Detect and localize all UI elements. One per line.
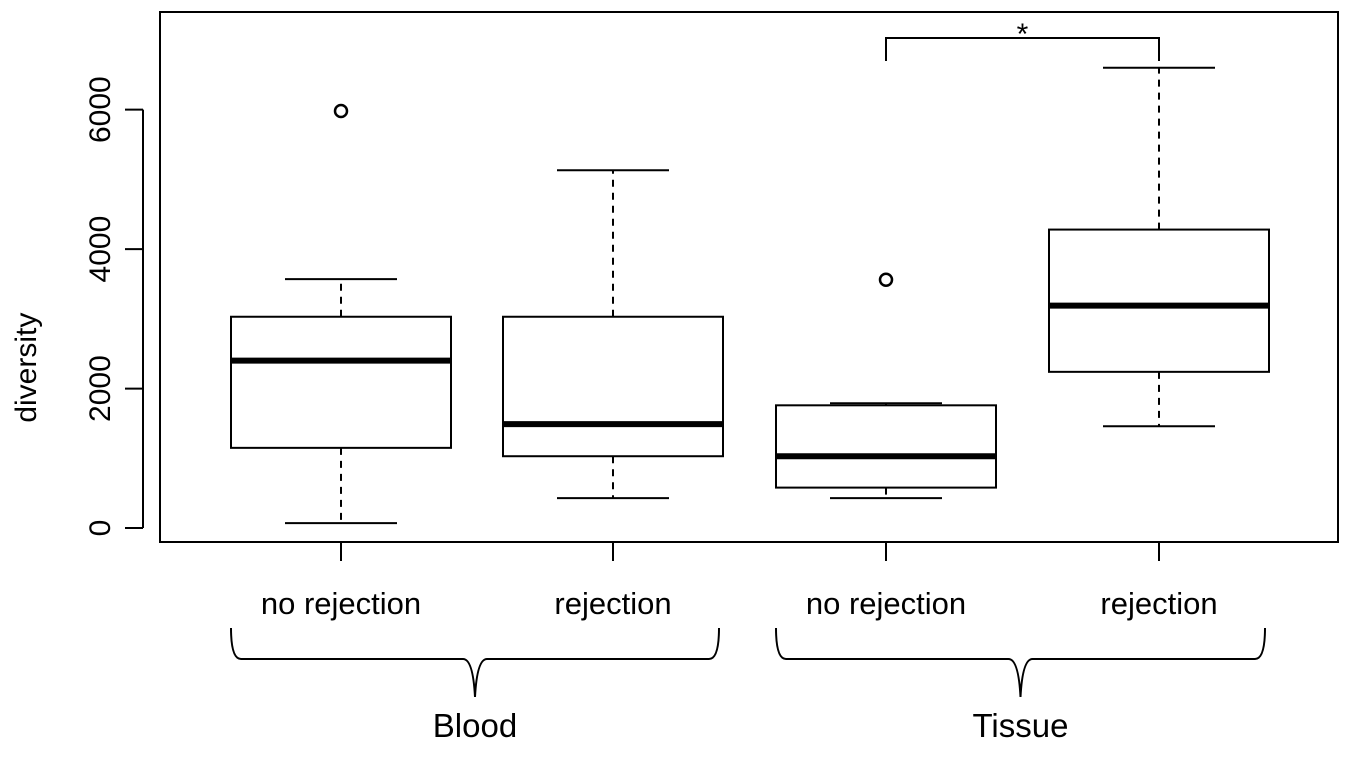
box-iqr <box>502 315 724 458</box>
outlier-point <box>878 272 894 288</box>
y-tick-label: 4000 <box>84 216 117 283</box>
significance-bracket <box>885 37 1160 61</box>
significance-marker: * <box>1017 18 1029 51</box>
category-label: no rejection <box>806 586 966 621</box>
category-label: no rejection <box>261 586 421 621</box>
outlier-point <box>333 103 349 119</box>
box-iqr <box>775 404 997 489</box>
y-tick-label: 0 <box>84 520 117 537</box>
category-label: rejection <box>1100 586 1217 621</box>
category-label: rejection <box>554 586 671 621</box>
group-brace <box>775 627 1266 698</box>
group-brace <box>230 627 720 698</box>
y-tick-label: 6000 <box>84 76 117 143</box>
group-label: Blood <box>433 707 517 744</box>
y-tick-label: 2000 <box>84 355 117 422</box>
box-iqr <box>230 315 452 449</box>
plot-frame <box>159 11 1339 543</box>
y-axis-label: diversity <box>10 313 43 423</box>
group-label: Tissue <box>973 707 1069 744</box>
box-iqr <box>1048 228 1270 373</box>
